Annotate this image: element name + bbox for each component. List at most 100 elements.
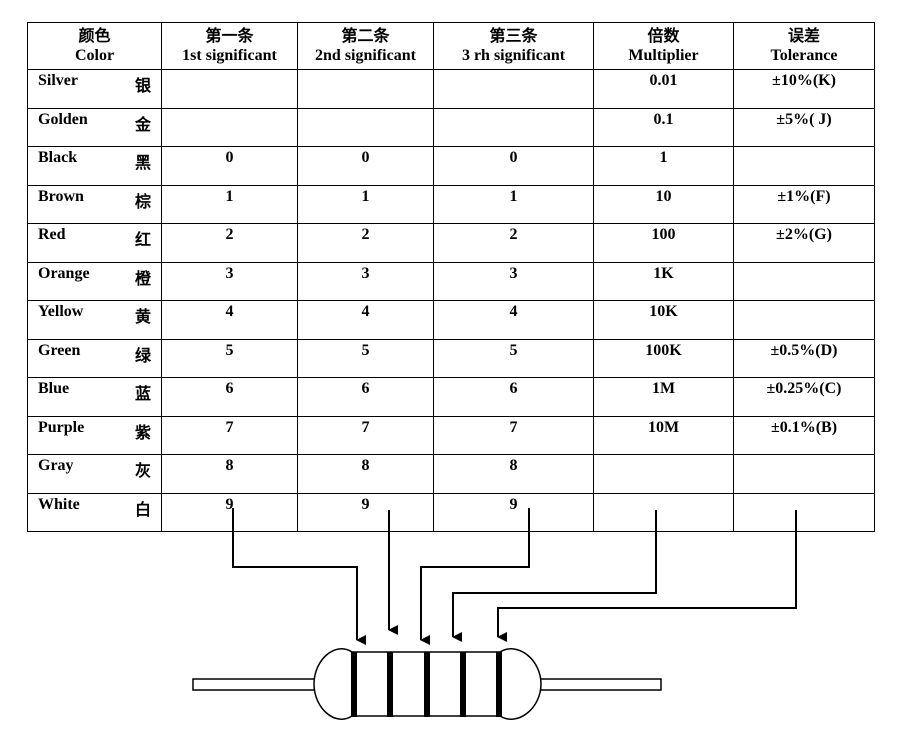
tolerance-cell: ±1%(F) [733, 184, 875, 224]
header-row: 颜色 Color 第一条 1st significant 第二条 2nd signif… [27, 22, 875, 70]
color-name-en: Golden [38, 110, 88, 128]
multiplier-cell: 0.01 [593, 69, 734, 109]
color-name-cn: 蓝 [134, 384, 151, 403]
color-name-en: Brown [38, 187, 84, 205]
second-digit-cell: 3 [297, 261, 434, 301]
third-digit-cell [433, 107, 594, 147]
header-color-cn: 颜色 [78, 26, 111, 45]
first-digit-cell: 8 [161, 454, 298, 494]
third-digit-cell: 6 [433, 377, 594, 417]
header-third-band-cn: 第三条 [489, 26, 538, 45]
header-multiplier-en: Multiplier [628, 47, 699, 64]
leader-tolerance [497, 510, 797, 642]
multiplier-cell: 10M [593, 415, 734, 455]
color-name-cell: Gray 灰 [27, 454, 162, 494]
table-row: Silver 银 0.01±10%(K) [27, 69, 875, 109]
band-5 [496, 652, 502, 717]
second-digit-cell: 9 [297, 492, 434, 532]
color-name-cn: 银 [134, 76, 151, 95]
table-row: Golden 金 0.1±5%( J) [27, 107, 875, 147]
tolerance-cell: ±2%(G) [733, 223, 875, 263]
color-name-en: Black [38, 149, 78, 166]
band-1 [351, 652, 357, 717]
tolerance-cell: ±10%(K) [733, 69, 875, 109]
second-digit-cell: 4 [297, 300, 434, 340]
first-digit-cell [161, 107, 298, 147]
color-name-en: Orange [38, 264, 90, 282]
second-digit-cell: 2 [297, 223, 434, 263]
color-name-cn: 橙 [134, 268, 151, 288]
header-tolerance-cn: 误差 [787, 26, 820, 45]
header-third-band: 第三条 3 rh significant [433, 22, 594, 70]
color-code-table: 颜色 Color 第一条 1st significant 第二条 2nd signif… [27, 22, 875, 532]
multiplier-cell: 100K [593, 338, 734, 378]
color-name-cn: 紫 [134, 422, 151, 442]
multiplier-cell: 1K [593, 261, 734, 301]
header-tolerance-en: Tolerance [770, 47, 838, 64]
header-color-en: Color [74, 47, 115, 64]
color-name-en: Silver [38, 72, 78, 89]
second-digit-cell: 1 [297, 184, 434, 224]
color-name-en: Green [38, 341, 81, 359]
tolerance-cell: ±5%( J) [733, 107, 875, 147]
second-digit-cell [297, 69, 434, 109]
header-second-band-en: 2nd significant [315, 47, 416, 64]
second-digit-cell: 6 [297, 377, 434, 417]
leader-first-band [232, 508, 366, 645]
header-multiplier-cn: 倍数 [647, 26, 680, 45]
tolerance-cell: ±0.1%(B) [733, 415, 875, 455]
first-digit-cell: 9 [161, 492, 298, 532]
color-name-cn: 黑 [134, 153, 151, 172]
resistor [192, 648, 662, 720]
band-3 [424, 652, 430, 717]
header-first-band-cn: 第一条 [205, 26, 254, 45]
multiplier-cell: 10K [593, 300, 734, 340]
multiplier-cell: 0.1 [593, 107, 734, 147]
second-digit-cell: 5 [297, 338, 434, 378]
color-name-cell: Silver 银 [27, 69, 162, 109]
lead-right [531, 678, 662, 691]
second-digit-cell: 0 [297, 146, 434, 186]
color-name-en: White [38, 495, 80, 513]
tolerance-cell [733, 261, 875, 301]
color-name-en: Yellow [38, 303, 84, 320]
color-name-cell: Orange 橙 [27, 261, 162, 301]
leader-multiplier [452, 510, 657, 642]
header-first-band-en: 1st significant [182, 47, 277, 64]
color-name-cn: 红 [134, 230, 151, 249]
color-name-cn: 金 [134, 114, 151, 134]
table-body: Silver 银 0.01±10%(K) Golden 金 0.1±5%( J) Black… [27, 69, 875, 532]
tolerance-cell [733, 492, 875, 532]
multiplier-cell: 100 [593, 223, 734, 263]
header-third-band-en: 3 rh significant [461, 47, 566, 64]
first-digit-cell: 5 [161, 338, 298, 378]
first-digit-cell: 1 [161, 184, 298, 224]
header-second-band-cn: 第二条 [341, 26, 390, 45]
third-digit-cell [433, 69, 594, 109]
header-second-band: 第二条 2nd significant [297, 22, 434, 70]
color-name-cn: 灰 [134, 461, 151, 480]
header-first-band: 第一条 1st significant [161, 22, 298, 70]
second-digit-cell: 7 [297, 415, 434, 455]
color-name-cn: 棕 [134, 191, 151, 211]
header-multiplier: 倍数 Multiplier [593, 22, 734, 70]
lead-left [192, 678, 321, 691]
color-name-en: Purple [38, 418, 85, 436]
first-digit-cell [161, 69, 298, 109]
color-name-en: Gray [38, 457, 74, 474]
header-tolerance: 误差 Tolerance [733, 22, 875, 70]
leader-third-band [420, 508, 530, 645]
color-name-cn: 白 [134, 499, 151, 519]
second-digit-cell: 8 [297, 454, 434, 494]
